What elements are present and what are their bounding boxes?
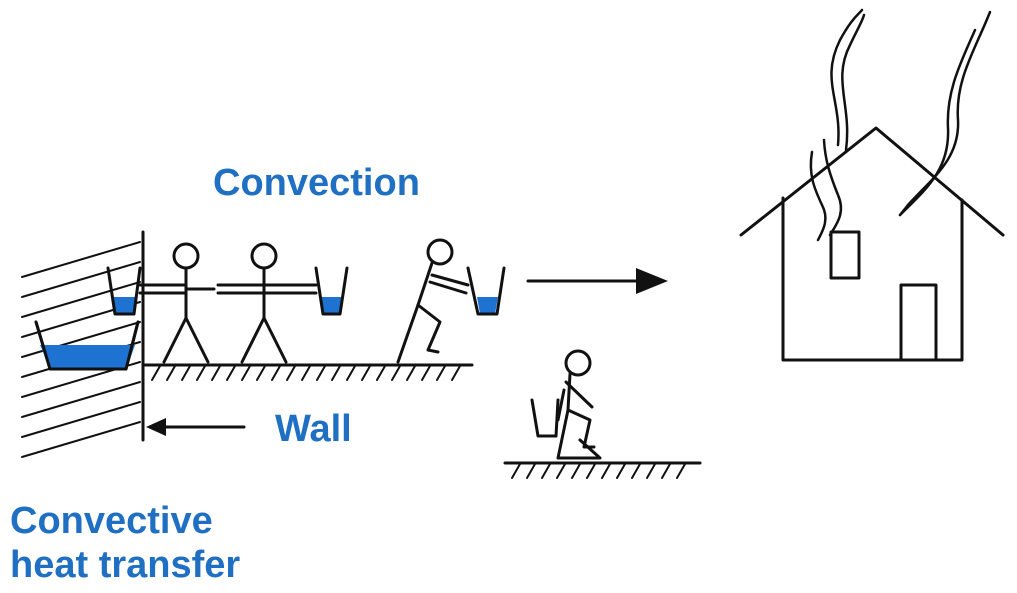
ground-lower bbox=[505, 463, 700, 478]
wall-arrow bbox=[146, 418, 244, 436]
wall-label: Wall bbox=[275, 408, 352, 452]
worker-3 bbox=[398, 240, 468, 362]
worker-2 bbox=[218, 244, 316, 362]
convective-heat-transfer-label: Convective heat transfer bbox=[10, 500, 240, 587]
worker-1 bbox=[140, 244, 214, 362]
bucket-1 bbox=[108, 268, 140, 314]
bucket-3 bbox=[468, 268, 504, 314]
convective-label-line1: Convective bbox=[10, 500, 240, 544]
worker-4 bbox=[532, 351, 600, 458]
flames-left bbox=[811, 10, 864, 240]
arrow-right bbox=[528, 268, 668, 294]
bucket-2 bbox=[316, 268, 347, 314]
convective-label-line2: heat transfer bbox=[10, 544, 240, 588]
ground-main bbox=[143, 365, 472, 380]
burning-house bbox=[741, 128, 1003, 360]
convection-label: Convection bbox=[213, 162, 420, 206]
